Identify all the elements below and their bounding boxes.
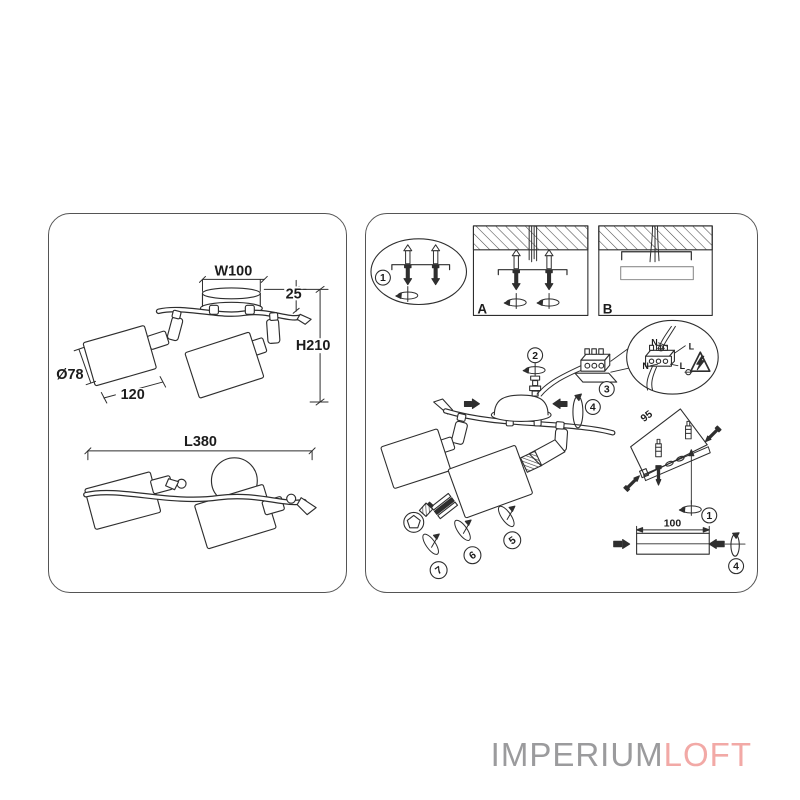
step1-bubble: [370, 238, 468, 306]
step4-number: 4: [590, 403, 596, 414]
dim-d78-label: Ø78: [56, 367, 83, 383]
dim-l380-label: L380: [184, 434, 217, 450]
installation-drawing: A B 1 2 3 4 5 6 7 1 4 N L N L 95 100: [370, 225, 746, 580]
wire-l-top-label: L: [689, 341, 695, 351]
dim-h210-label: H210: [296, 338, 331, 354]
dim-w100-label: W100: [215, 263, 253, 279]
step5-number: 5: [507, 535, 518, 547]
wiring-detail-bubble: [626, 319, 719, 395]
dim-25-label: 25: [286, 286, 302, 302]
installation-panel: A B 1 2 3 4 5 6 7 1 4 N L N L 95 100: [365, 213, 758, 593]
step7-number: 7: [434, 565, 445, 577]
dim-100-label: 100: [664, 518, 682, 529]
dim-120-label: 120: [121, 387, 145, 403]
step1b-number: 1: [706, 511, 712, 522]
brand-logo-accent: LOFT: [663, 736, 752, 773]
step-badges: [374, 269, 745, 580]
front-view-drawing: [73, 275, 333, 406]
canopy-detail: [613, 525, 746, 557]
dimensions-panel: W100 25 H210 Ø78 120 L380: [48, 213, 347, 593]
dimension-drawing: W100 25 H210 Ø78 120 L380: [56, 263, 333, 550]
step2-number: 2: [532, 351, 538, 362]
option-a-label: A: [477, 301, 487, 316]
mount-option-a: [472, 225, 589, 316]
top-view-drawing: [83, 447, 317, 550]
step3-number: 3: [604, 385, 610, 396]
step1-number: 1: [380, 273, 386, 284]
brand-logo: IMPERIUMLOFT: [491, 736, 752, 774]
wire-l-bottom-label: L: [680, 361, 686, 371]
mount-option-b: [598, 225, 713, 316]
brand-logo-primary: IMPERIUM: [490, 736, 664, 773]
step4b-number: 4: [733, 562, 739, 573]
dim-95-label: 95: [639, 409, 655, 425]
wire-n-bottom-label: N: [642, 361, 648, 371]
wire-n-top-label: N: [651, 337, 657, 347]
bracket-detail: [623, 408, 722, 516]
step6-number: 6: [468, 550, 479, 562]
exploded-view: [380, 347, 630, 558]
option-b-label: B: [603, 301, 613, 316]
